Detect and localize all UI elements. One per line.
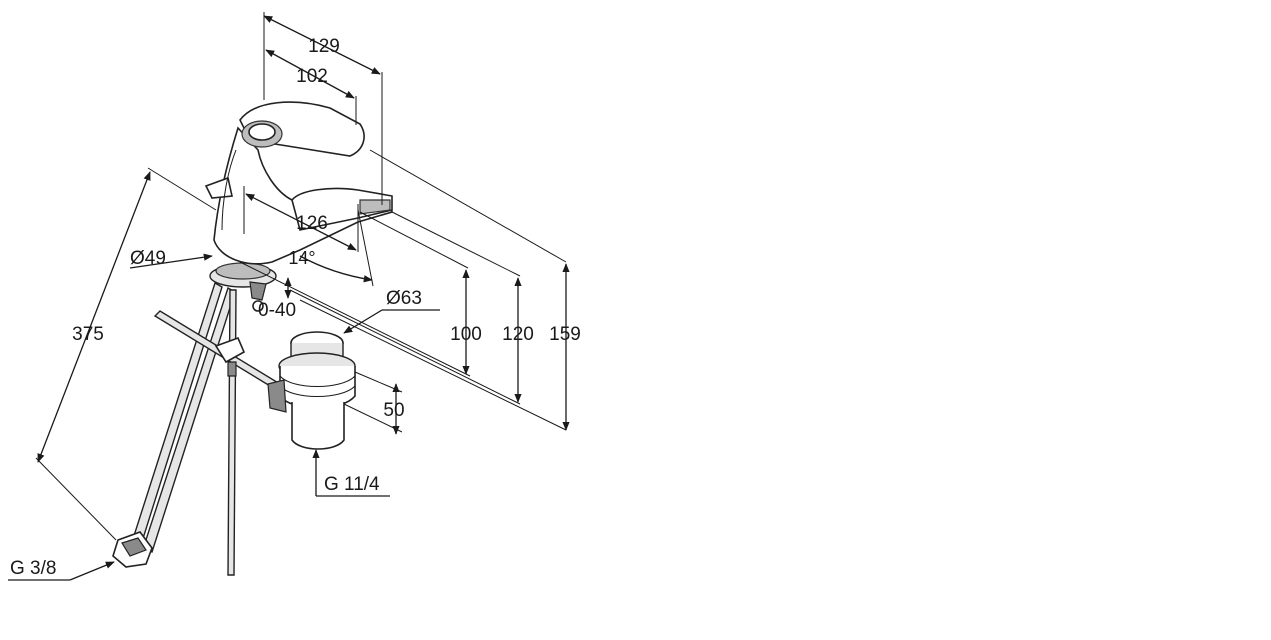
dimension-lines (8, 12, 570, 581)
supply-hoses (112, 281, 236, 568)
label-g-3-8: G 3/8 (10, 558, 56, 579)
label-g-1-1-4: G 11/4 (324, 474, 380, 495)
label-14-degrees: 14° (288, 248, 315, 268)
label-0-40: 0-40 (258, 300, 296, 321)
label-129: 129 (308, 36, 340, 57)
pop-up-waste (267, 331, 356, 450)
label-100: 100 (450, 324, 482, 345)
label-102: 102 (296, 66, 328, 87)
label-120: 120 (502, 324, 534, 345)
dimension-labels: 129 102 126 14° Ø49 Ø63 0-40 100 120 159… (10, 36, 581, 579)
rod-clamp (214, 336, 246, 364)
label-375: 375 (72, 324, 104, 345)
faucet-body (204, 101, 393, 312)
label-diameter-49: Ø49 (130, 248, 166, 269)
label-126: 126 (296, 213, 328, 234)
label-159: 159 (549, 324, 581, 345)
label-diameter-63: Ø63 (386, 288, 422, 309)
label-50: 50 (383, 400, 404, 421)
